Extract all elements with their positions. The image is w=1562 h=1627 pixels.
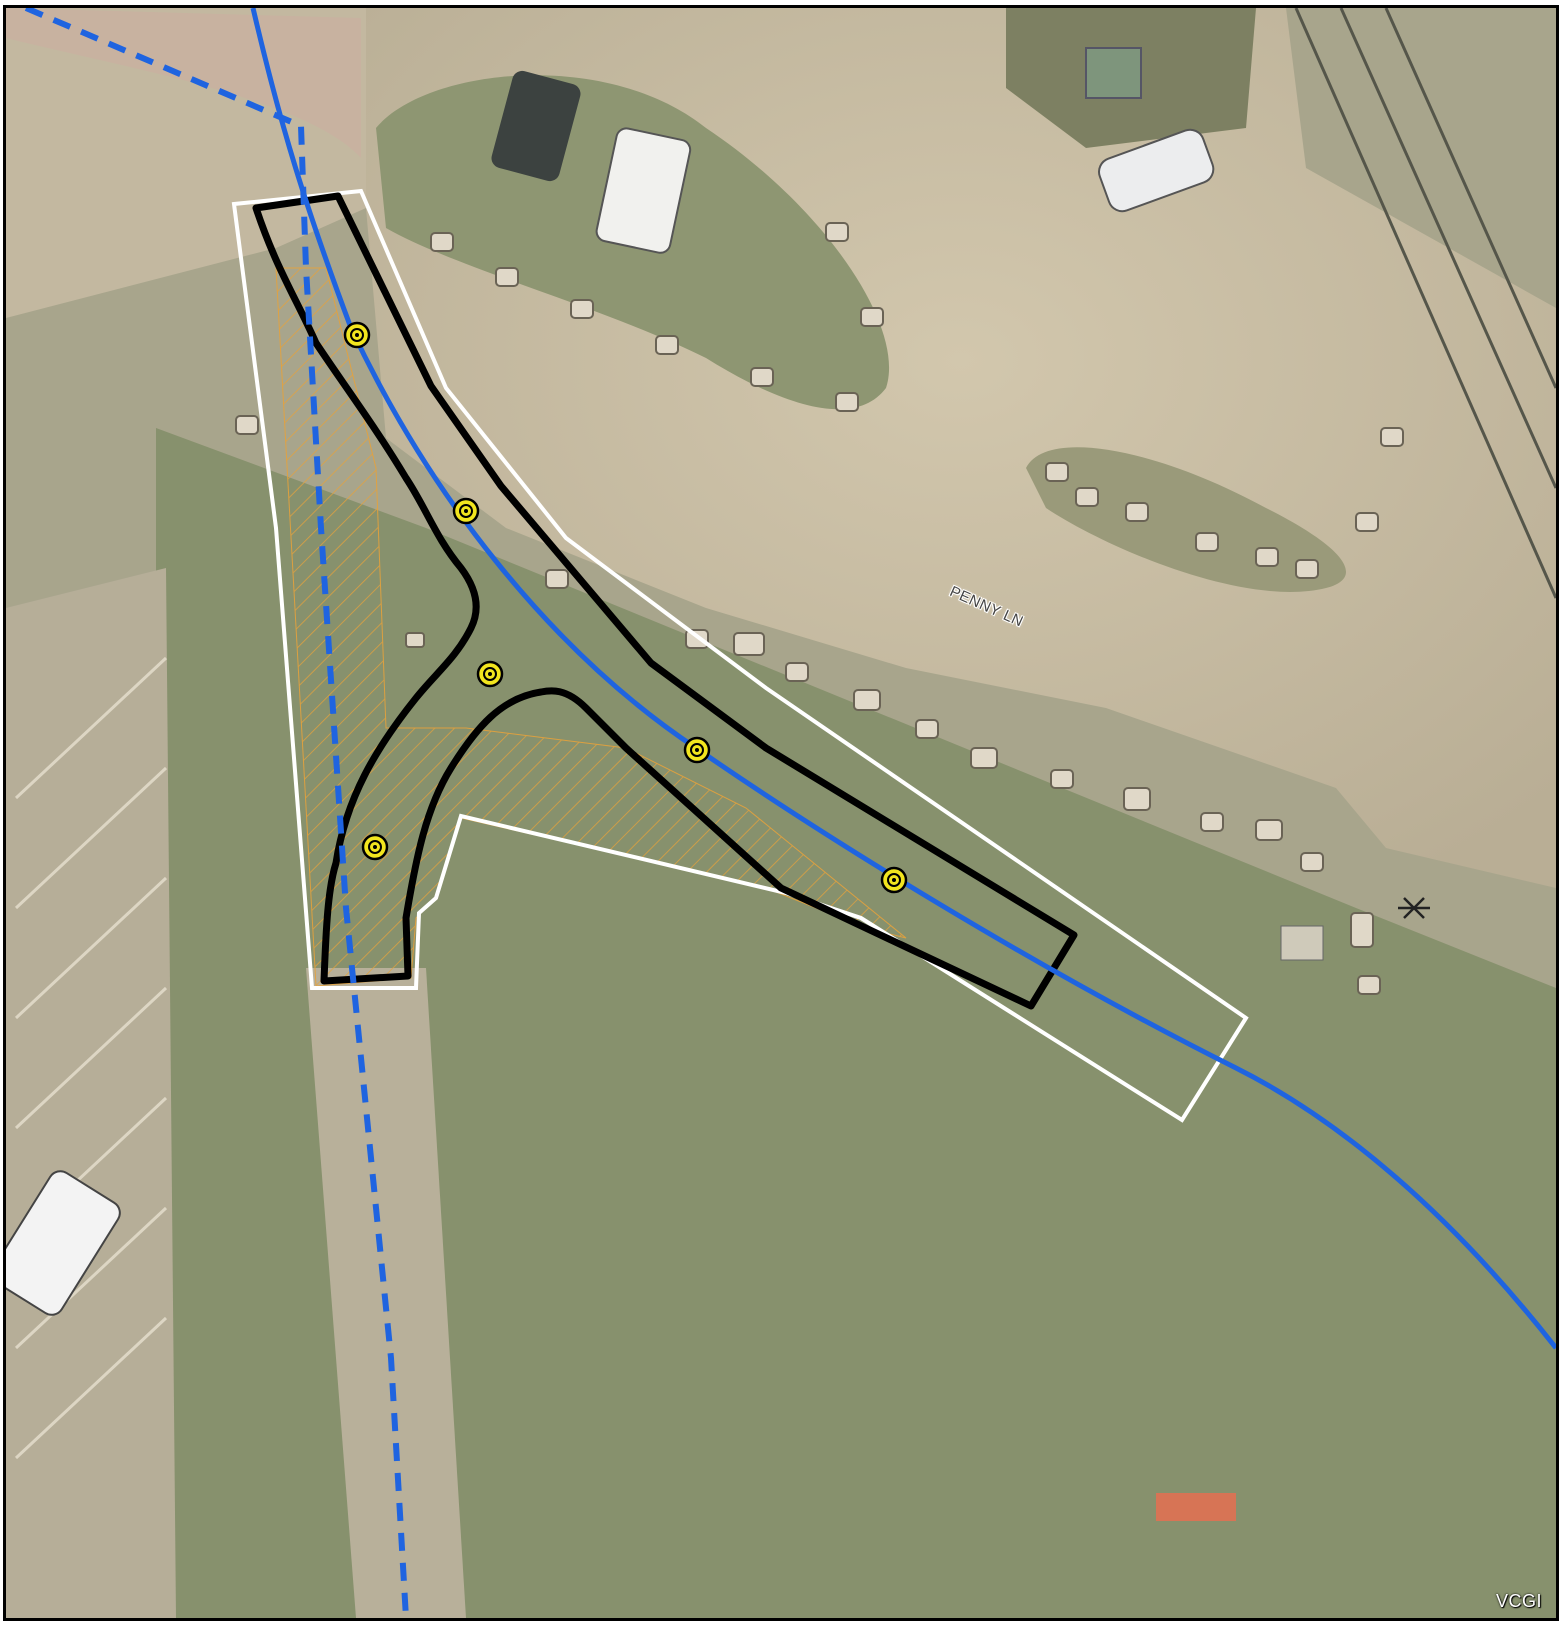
boulders (235, 222, 1404, 995)
route-line-solid[interactable] (250, 8, 1556, 1350)
walkway (306, 968, 466, 1618)
map-frame[interactable]: PENNY LN VCGI (3, 5, 1559, 1621)
point-marker[interactable] (880, 866, 908, 894)
point-marker[interactable] (361, 833, 389, 861)
project-polygon[interactable] (252, 192, 1078, 1010)
vehicles (6, 47, 1324, 1521)
point-marker[interactable] (683, 736, 711, 764)
parking-lot (6, 568, 176, 1618)
lawn-area (156, 428, 1556, 1618)
point-marker[interactable] (343, 321, 371, 349)
parking-stripes (14, 656, 168, 1460)
map-canvas[interactable] (6, 8, 1556, 1618)
map-credit: VCGI (1495, 1591, 1542, 1611)
point-marker[interactable] (452, 497, 480, 525)
point-marker[interactable] (476, 660, 504, 688)
cross-symbol-icon (1398, 897, 1430, 919)
plaza-area (6, 8, 361, 158)
railway-tracks (1294, 8, 1556, 599)
